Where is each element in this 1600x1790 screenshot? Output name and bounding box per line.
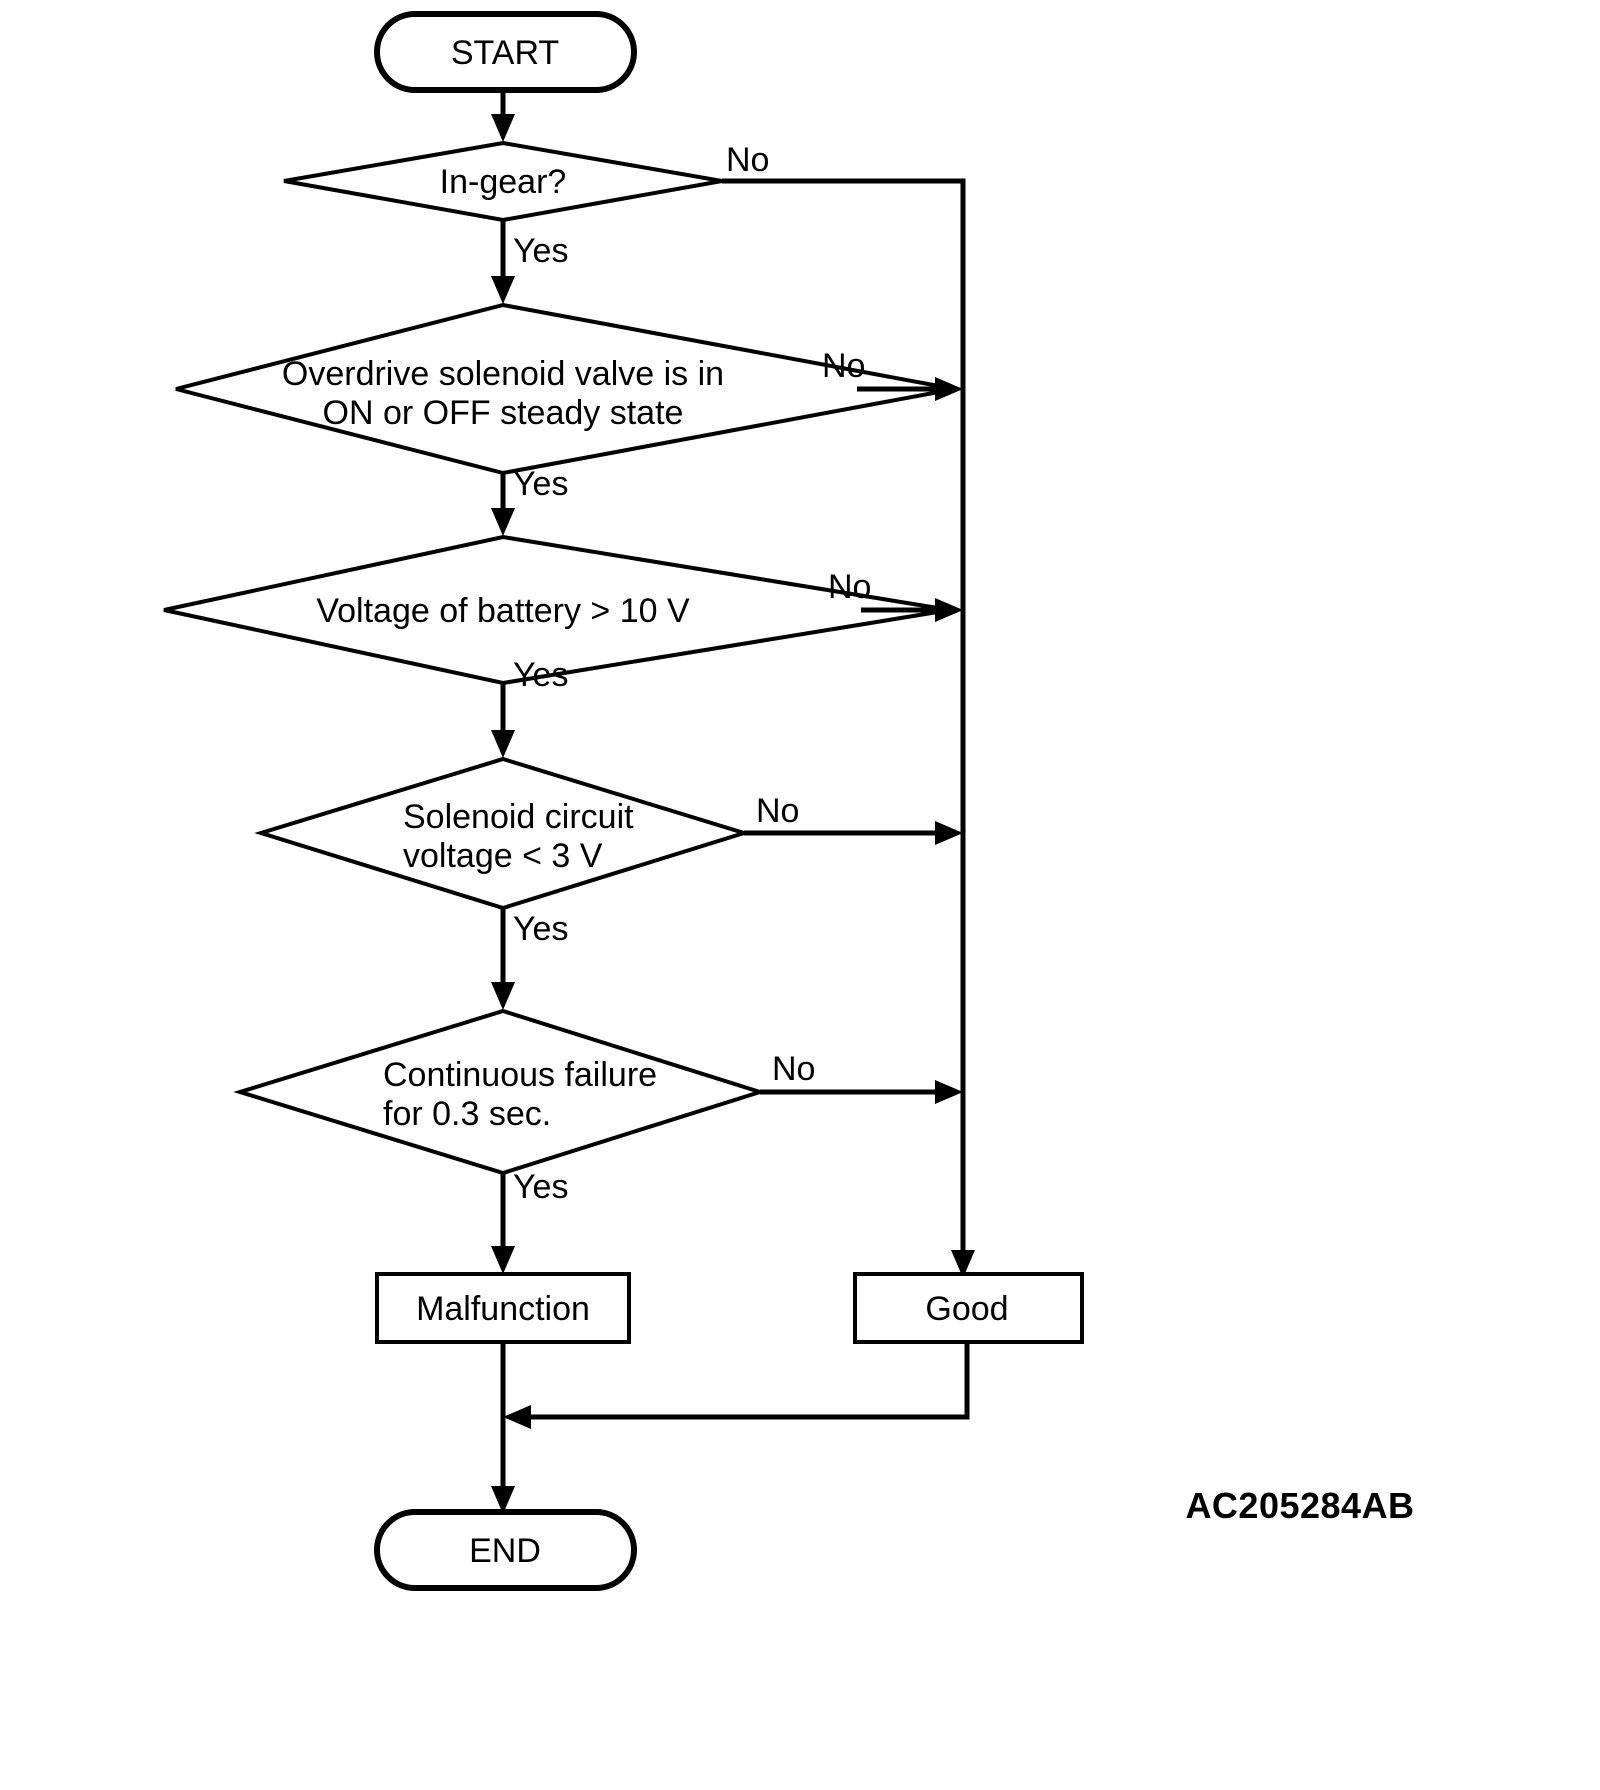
edge-decision4-yes: Yes — [491, 908, 568, 1010]
edge-decision5-no: No — [760, 1050, 963, 1104]
malfunction-shape — [375, 1272, 631, 1344]
end-shape — [374, 1509, 637, 1591]
edge-trunk-to-good — [951, 1250, 975, 1278]
edge-label-no-1: No — [726, 141, 769, 179]
edge-decision5-yes: Yes — [491, 1168, 568, 1274]
edge-line — [519, 1342, 970, 1420]
malfunction-label: Malfunction — [416, 1290, 590, 1328]
edge-label-yes-2: Yes — [513, 465, 568, 503]
edge-label-no-2: No — [822, 347, 865, 385]
arrow-head-icon — [491, 1246, 515, 1274]
arrow-head-icon — [491, 276, 515, 304]
node-malfunction: Malfunction — [375, 1272, 631, 1344]
edge-label-yes-3: Yes — [513, 656, 568, 694]
arrow-head-icon — [951, 1250, 975, 1278]
end-label: END — [469, 1532, 541, 1570]
node-good: Good — [853, 1272, 1084, 1344]
arrow-head-icon — [935, 1080, 963, 1104]
decision5-label-line1: Continuous failure — [383, 1056, 657, 1094]
figure-code-label: AC205284AB — [1185, 1485, 1414, 1526]
good-label: Good — [925, 1290, 1008, 1328]
edge-decision1-yes: Yes — [491, 220, 568, 304]
edge-decision3-yes: Yes — [491, 656, 568, 758]
edge-decision4-no: No — [744, 792, 963, 845]
arrow-head-icon — [491, 114, 515, 142]
edge-label-no-3: No — [828, 568, 871, 606]
edge-start-to-decision1 — [491, 90, 515, 142]
arrow-head-icon — [935, 821, 963, 845]
node-decision-solenoid-circuit-voltage: Solenoid circuit voltage < 3 V — [254, 756, 751, 911]
decision2-label-line1: Overdrive solenoid valve is in — [282, 355, 724, 393]
arrow-head-icon — [491, 508, 515, 536]
edge-malfunction-to-end — [491, 1342, 515, 1514]
good-shape — [853, 1272, 1084, 1344]
arrow-head-icon — [491, 1486, 515, 1514]
arrow-head-icon — [491, 730, 515, 758]
node-decision-overdrive-solenoid: Overdrive solenoid valve is in ON or OFF… — [175, 302, 956, 476]
node-decision-in-gear: In-gear? — [283, 140, 723, 223]
decision2-label-line2: ON or OFF steady state — [323, 394, 684, 432]
edge-decision2-no: No — [822, 347, 963, 401]
node-start: START — [374, 11, 637, 93]
arrow-head-icon — [503, 1405, 531, 1429]
arrow-head-icon — [935, 598, 963, 622]
edge-label-yes-5: Yes — [513, 1168, 568, 1206]
arrow-head-icon — [491, 982, 515, 1010]
edge-decision3-no: No — [828, 568, 963, 622]
node-end: END — [374, 1509, 637, 1591]
start-label: START — [451, 34, 559, 72]
edge-line — [722, 178, 966, 1275]
edge-decision1-no: No — [722, 141, 966, 1275]
decision4-label-line1: Solenoid circuit — [403, 798, 634, 836]
edge-label-yes-1: Yes — [513, 232, 568, 270]
edge-good-to-merge — [503, 1342, 970, 1429]
decision4-label-line2: voltage < 3 V — [403, 837, 603, 875]
decision5-label-line2: for 0.3 sec. — [383, 1095, 551, 1133]
edge-label-no-4: No — [756, 792, 799, 830]
arrow-head-icon — [935, 377, 963, 401]
node-decision-continuous-failure: Continuous failure for 0.3 sec. — [233, 1008, 767, 1176]
edge-decision2-yes: Yes — [491, 465, 568, 536]
edge-label-yes-4: Yes — [513, 910, 568, 948]
decision3-label: Voltage of battery > 10 V — [316, 592, 690, 630]
edge-label-no-5: No — [772, 1050, 815, 1088]
decision1-label: In-gear? — [440, 163, 567, 201]
